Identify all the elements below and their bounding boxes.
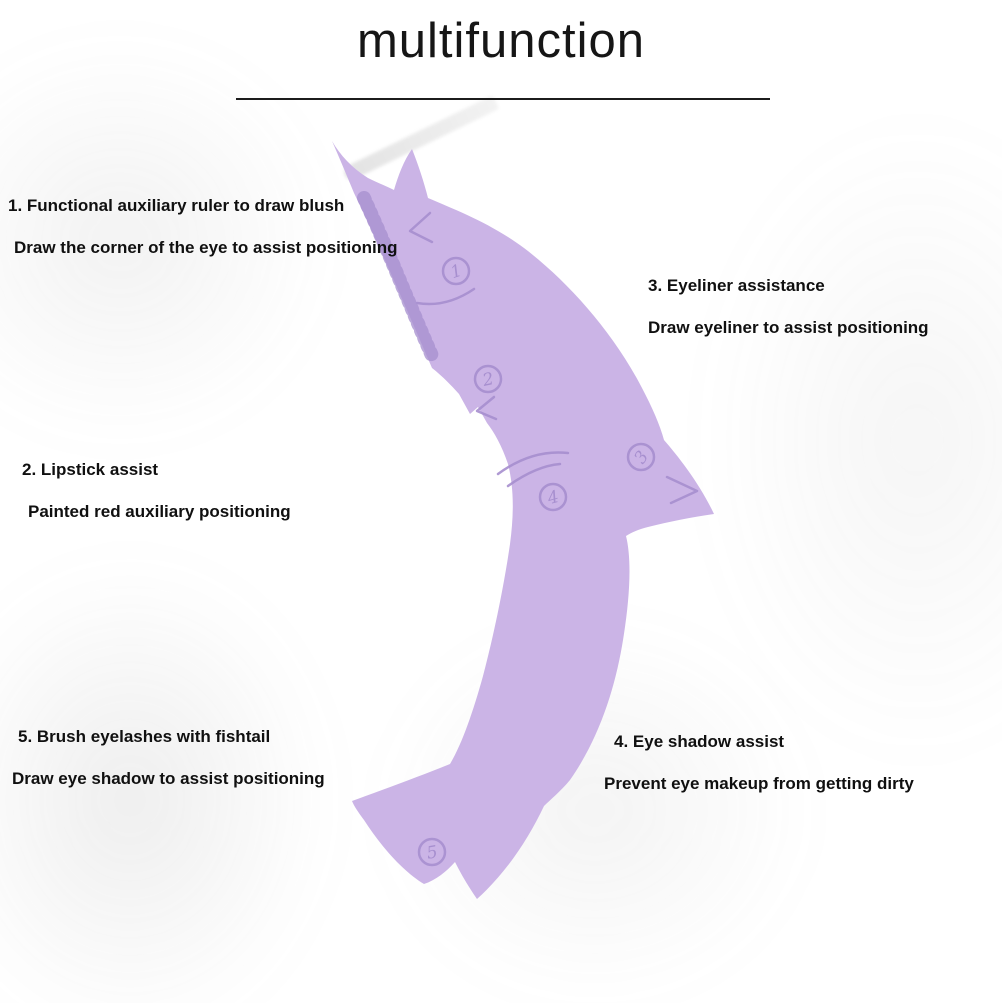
annotation-ruler-title: 1. Functional auxiliary ruler to draw bl… xyxy=(8,196,345,215)
annotation-eyelashes: 5. Brush eyelashes with fishtail Draw ey… xyxy=(12,726,325,790)
annotation-eyeliner-description: Draw eyeliner to assist positioning xyxy=(648,318,929,337)
curve-marking-blush xyxy=(415,287,476,306)
annotation-lipstick: 2. Lipstick assist Painted red auxiliary… xyxy=(22,459,291,523)
arrow-marking-eyeliner xyxy=(665,475,699,505)
annotation-eyeshadow-title: 4. Eye shadow assist xyxy=(614,732,785,751)
annotation-lipstick-title: 2. Lipstick assist xyxy=(22,460,159,479)
lash-curve-marking-inner xyxy=(506,462,562,488)
lash-curve-marking-outer xyxy=(496,451,570,476)
marker-number-2: 2 xyxy=(480,369,496,391)
annotation-eyeliner-title: 3. Eyeliner assistance xyxy=(648,276,825,295)
dolphin-detail-lines xyxy=(357,191,699,867)
annotation-eyeshadow: 4. Eye shadow assist Prevent eye makeup … xyxy=(604,731,914,795)
page-title: multifunction xyxy=(356,14,646,68)
marker-circle-2 xyxy=(473,364,503,394)
marker-circle-3 xyxy=(626,442,656,472)
annotation-eyeshadow-description: Prevent eye makeup from getting dirty xyxy=(604,774,914,793)
annotation-ruler-description: Draw the corner of the eye to assist pos… xyxy=(14,238,398,257)
marker-number-5: 5 xyxy=(425,842,439,864)
marker-circle-1 xyxy=(441,256,471,286)
annotation-lipstick-description: Painted red auxiliary positioning xyxy=(28,502,291,521)
arrow-marking-lipstick xyxy=(475,395,498,421)
annotation-eyelashes-title: 5. Brush eyelashes with fishtail xyxy=(18,727,271,746)
annotation-eyeliner: 3. Eyeliner assistance Draw eyeliner to … xyxy=(648,275,929,339)
marker-number-4: 4 xyxy=(544,487,561,509)
ruler-ticks xyxy=(357,191,440,365)
marker-circle-5 xyxy=(417,837,447,867)
marker-circle-4 xyxy=(538,482,568,512)
arrow-marking-blush xyxy=(408,211,434,244)
title-divider xyxy=(236,98,770,100)
annotation-ruler: 1. Functional auxiliary ruler to draw bl… xyxy=(8,195,398,259)
annotation-eyelashes-description: Draw eye shadow to assist positioning xyxy=(12,769,325,788)
